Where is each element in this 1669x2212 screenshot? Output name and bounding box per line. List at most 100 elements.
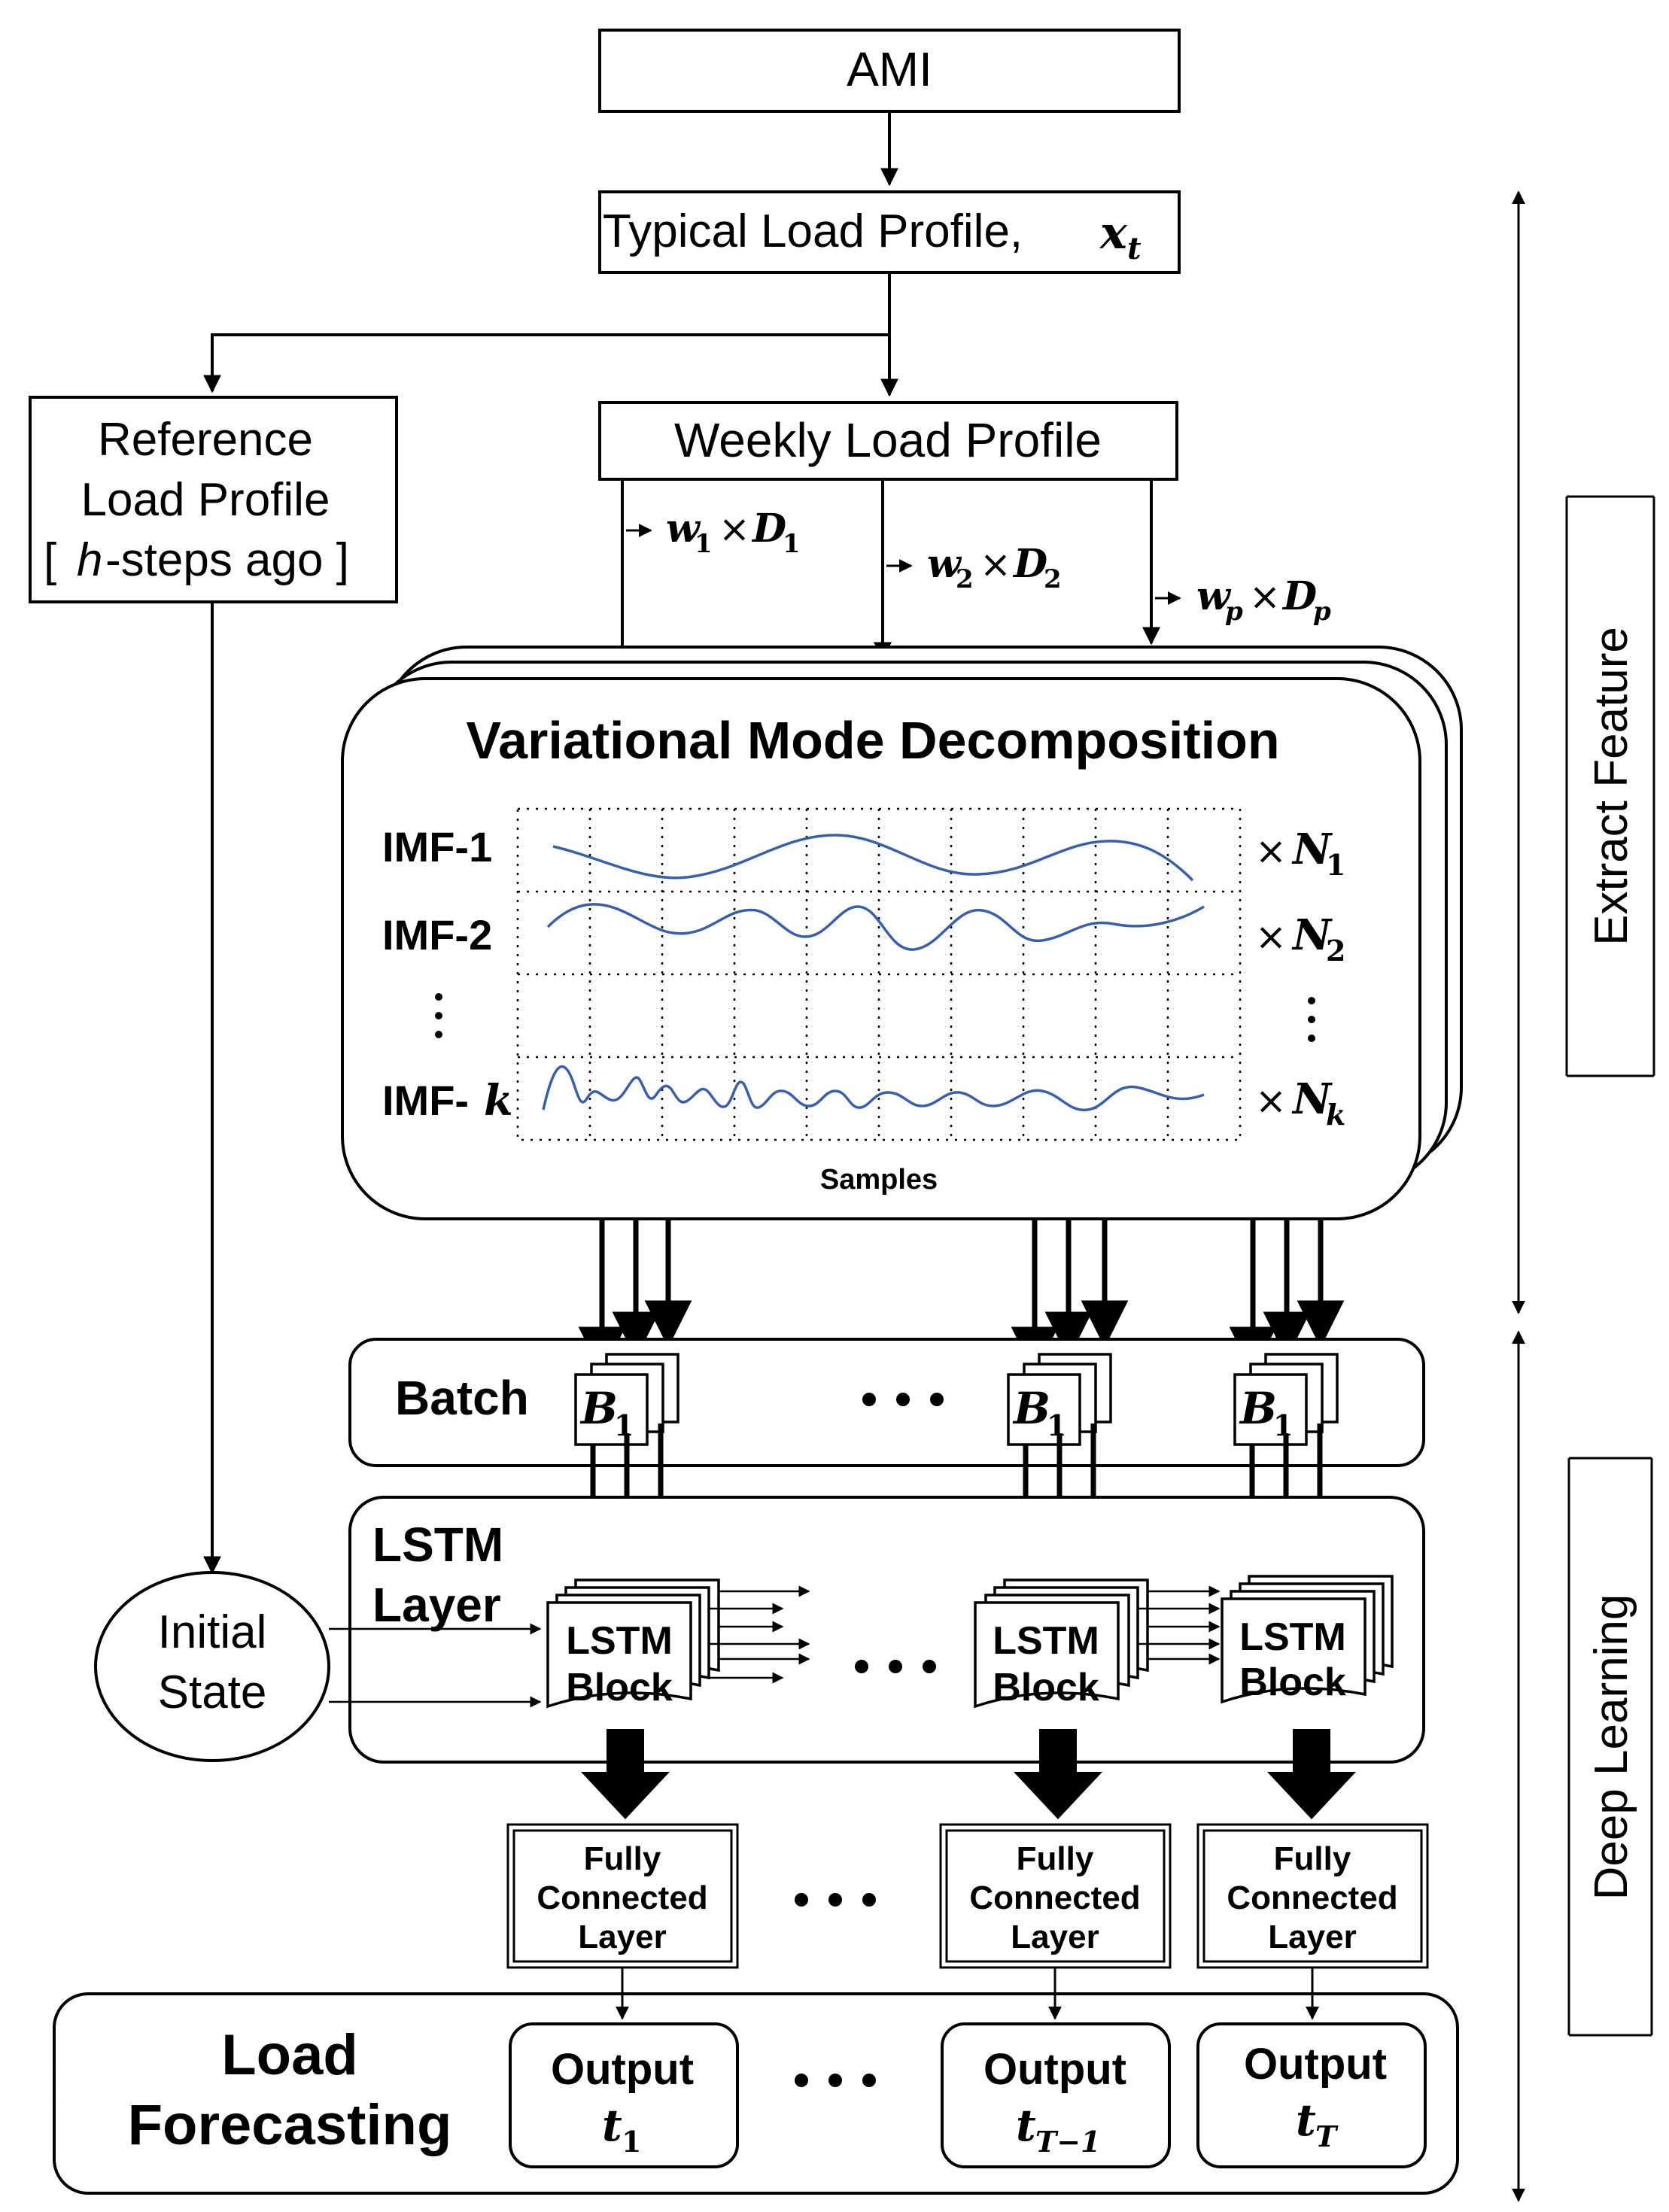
- vmd-right-vdots: [1308, 997, 1315, 1042]
- svg-text:×: ×: [1255, 1079, 1287, 1123]
- reference-line3-var: h: [77, 534, 102, 586]
- svg-text:Output: Output: [1244, 2040, 1387, 2089]
- initial-state-line2: State: [158, 1667, 267, 1718]
- svg-text:×: ×: [1249, 575, 1281, 618]
- svg-text:Layer: Layer: [578, 1919, 666, 1955]
- svg-text:t: t: [1016, 2100, 1036, 2151]
- svg-text:×: ×: [719, 507, 750, 551]
- imf-1-label: IMF-1: [382, 823, 492, 871]
- batch-block-2: B 1: [1007, 1353, 1112, 1446]
- batch-label: Batch: [395, 1371, 529, 1425]
- weight-label-p: w p × D p: [1155, 573, 1331, 627]
- output-3: Output t T: [1196, 2022, 1427, 2168]
- svg-text:w: w: [666, 506, 701, 551]
- lstm-layer-line2: Layer: [372, 1578, 501, 1632]
- svg-text:Layer: Layer: [1011, 1919, 1099, 1955]
- forecast-line1: Load: [221, 2023, 358, 2087]
- vmd-panel: Variational Mode Decomposition IMF-1 IMF…: [341, 646, 1463, 1220]
- fc-layer-1: Fully Connected Layer: [506, 1823, 739, 1969]
- svg-text:1: 1: [783, 529, 801, 559]
- typical-label: Typical Load Profile,: [603, 205, 1023, 257]
- svg-text:Block: Block: [993, 1666, 1099, 1709]
- lstm-panel: LSTM Layer: [348, 1496, 1425, 1764]
- initial-state-node: Initial State: [94, 1571, 330, 1762]
- typical-sub: t: [1127, 231, 1142, 266]
- svg-text:1: 1: [1326, 848, 1345, 882]
- svg-text:B: B: [1239, 1383, 1277, 1434]
- extract-feature-label-box: Extract Feature: [1565, 495, 1655, 1077]
- svg-text:2: 2: [1326, 934, 1345, 968]
- svg-text:k: k: [1326, 1098, 1345, 1132]
- svg-text:T: T: [1315, 2119, 1339, 2153]
- svg-text:D: D: [751, 506, 786, 551]
- svg-text:t: t: [602, 2100, 622, 2151]
- svg-text:2: 2: [956, 564, 974, 594]
- svg-text:w: w: [927, 541, 962, 587]
- svg-text:1: 1: [1047, 1408, 1066, 1442]
- lstm-block-1-output-arrows: [709, 1585, 810, 1684]
- fc-layer-2: Fully Connected Layer: [939, 1823, 1172, 1969]
- svg-text:×: ×: [980, 542, 1011, 586]
- reference-line2: Load Profile: [81, 474, 330, 526]
- weight-label-1: w 1 × D 1: [626, 506, 801, 559]
- typical-var: x: [1099, 207, 1128, 260]
- svg-text:2: 2: [1044, 564, 1062, 594]
- svg-text:Block: Block: [1239, 1661, 1346, 1704]
- imf-k-wave: [542, 1065, 1205, 1111]
- imf-1-wave: [552, 834, 1194, 882]
- fc-layer-3: Fully Connected Layer: [1196, 1823, 1429, 1969]
- vmd-front: [341, 677, 1421, 1220]
- imf-2-label: IMF-2: [382, 911, 492, 959]
- fc-ellipsis: [795, 1893, 876, 1907]
- output-1: Output t 1: [509, 2022, 739, 2168]
- imf-2-wave: [546, 903, 1205, 951]
- svg-text:Connected: Connected: [537, 1879, 707, 1916]
- svg-text:Block: Block: [566, 1666, 673, 1709]
- svg-text:D: D: [1281, 573, 1317, 619]
- lstm-ellipsis: [855, 1660, 936, 1673]
- multiplier-n2: × N 2: [1255, 910, 1345, 968]
- svg-text:Output: Output: [551, 2045, 694, 2094]
- svg-text:×: ×: [1255, 829, 1287, 873]
- samples-label: Samples: [820, 1164, 938, 1196]
- lstm-block-2-output-arrows: [1138, 1585, 1221, 1665]
- lstm-to-fc-arrows: [581, 1729, 1356, 1819]
- svg-text:1: 1: [614, 1408, 634, 1442]
- arrow-typical-to-reference: [203, 272, 891, 393]
- lstm-block-3: LSTM Block: [1221, 1575, 1394, 1704]
- svg-text:Fully: Fully: [584, 1840, 661, 1877]
- svg-text:×: ×: [1255, 915, 1287, 959]
- reference-line1: Reference: [98, 414, 313, 466]
- svg-text:N: N: [1291, 910, 1333, 960]
- lstm-block-1: LSTM Block: [546, 1578, 720, 1709]
- svg-text:B: B: [579, 1383, 618, 1434]
- svg-text:1: 1: [622, 2125, 641, 2159]
- deep-learning-label: Deep Learning: [1585, 1594, 1637, 1901]
- batch-ellipsis: [862, 1393, 944, 1406]
- ami-label: AMI: [847, 42, 932, 96]
- imf-k-var: k: [484, 1076, 513, 1126]
- svg-text:Connected: Connected: [1227, 1879, 1397, 1916]
- svg-text:Layer: Layer: [1268, 1919, 1356, 1955]
- reference-load-profile-box: Reference Load Profile [ h -steps ago ]: [29, 396, 398, 603]
- output-2: Output t T−1: [941, 2022, 1171, 2168]
- svg-text:1: 1: [695, 529, 713, 559]
- reference-line3-rest: -steps ago ]: [105, 534, 349, 586]
- imf-k-label: IMF-: [382, 1077, 469, 1124]
- reference-line3-open: [: [44, 534, 56, 586]
- svg-text:Output: Output: [983, 2045, 1126, 2094]
- svg-text:w: w: [1196, 573, 1232, 619]
- multiplier-n1: × N 1: [1255, 825, 1345, 882]
- svg-text:D: D: [1012, 541, 1047, 587]
- svg-text:t: t: [1296, 2095, 1316, 2146]
- output-ellipsis: [795, 2074, 876, 2087]
- svg-text:p: p: [1225, 597, 1243, 627]
- lstm-block-2: LSTM Block: [974, 1578, 1149, 1709]
- deep-learning-label-box: Deep Learning: [1567, 1457, 1653, 2037]
- typical-load-profile-box: Typical Load Profile, x t: [598, 190, 1181, 274]
- svg-text:B: B: [1012, 1383, 1050, 1434]
- svg-text:LSTM: LSTM: [993, 1619, 1099, 1663]
- vmd-title: Variational Mode Decomposition: [466, 711, 1279, 770]
